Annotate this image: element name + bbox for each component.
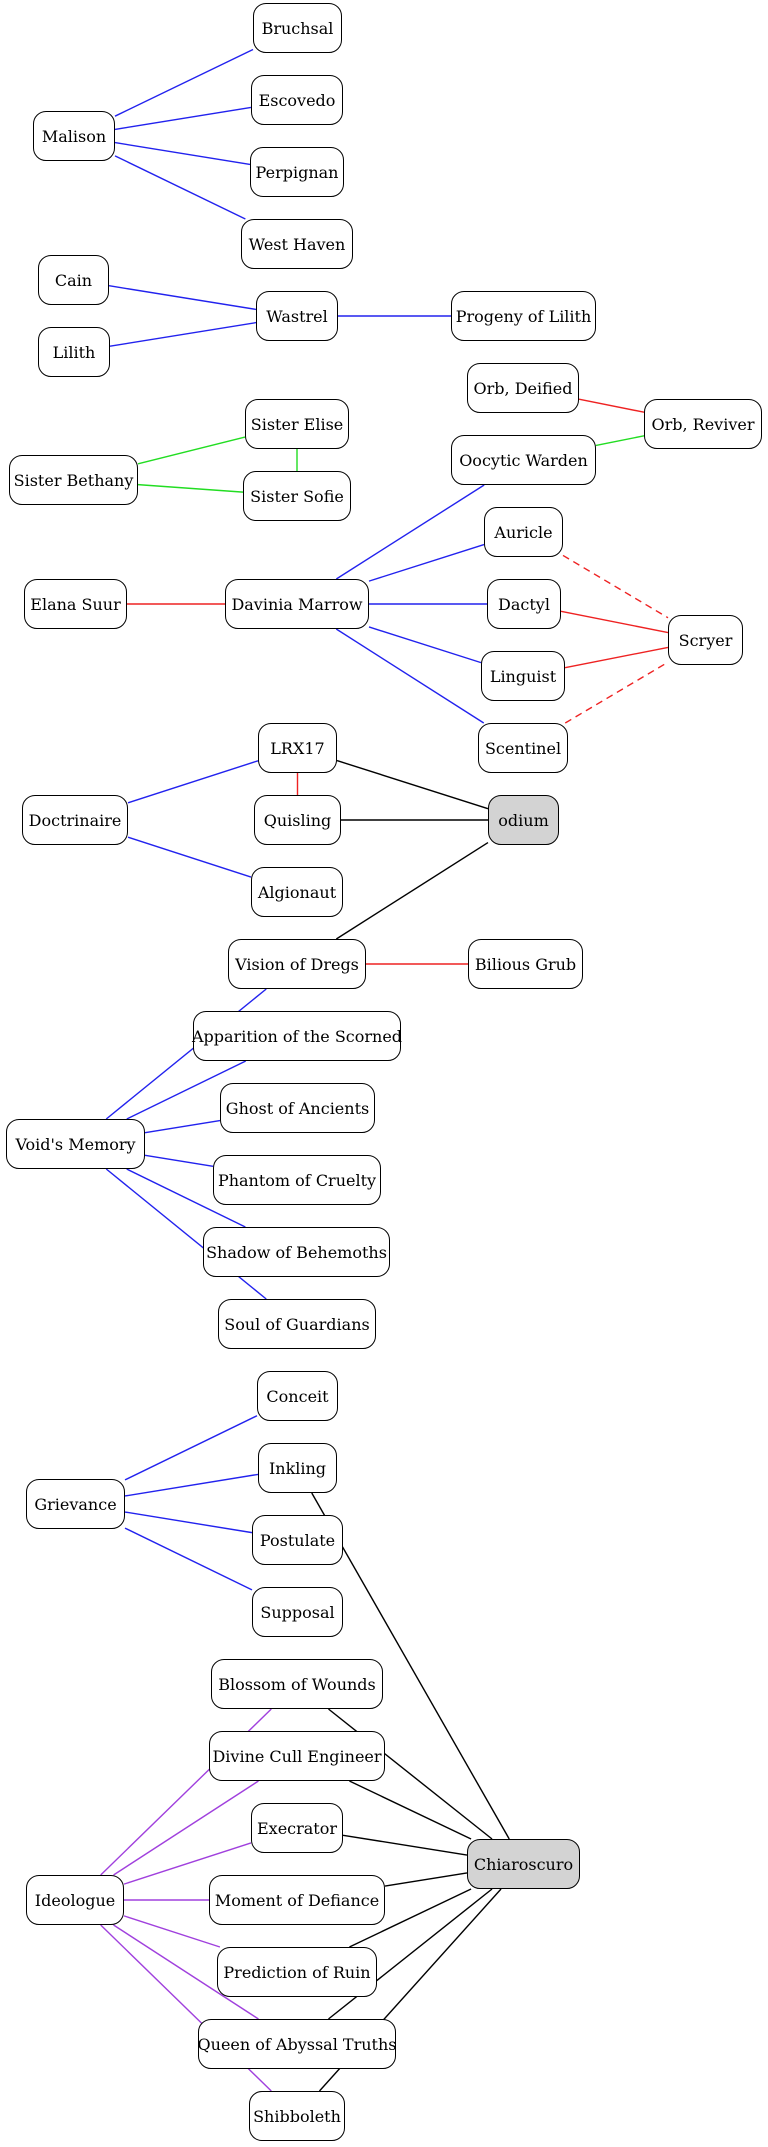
node-shadow-of-behemoths: Shadow of Behemoths <box>203 1227 390 1277</box>
node-moment-of-defiance: Moment of Defiance <box>209 1875 385 1925</box>
edge-oocytic_warden-orb_reviver <box>595 435 645 447</box>
node-algionaut: Algionaut <box>251 867 343 917</box>
edge-ideologue-queen_of_abyssal_truths <box>113 1924 259 2020</box>
edge-voids_memory-ghost_of_ancients <box>144 1119 221 1134</box>
edge-malison-escovedo <box>114 106 252 131</box>
edge-sister_bethany-sister_elise <box>137 436 246 465</box>
node-chiaroscuro: Chiaroscuro <box>467 1839 580 1889</box>
edge-auricle-scryer <box>562 554 669 619</box>
node-wastrel: Wastrel <box>256 291 338 341</box>
node-vision-of-dregs: Vision of Dregs <box>228 939 366 989</box>
node-escovedo: Escovedo <box>251 75 343 125</box>
edge-davinia_marrow-linguist <box>368 626 482 664</box>
edge-grievance-conceit <box>124 1415 258 1481</box>
edge-ideologue-execrator <box>123 1842 252 1885</box>
node-phantom-of-cruelty: Phantom of Cruelty <box>213 1155 381 1205</box>
node-apparition-of-the-scorned: Apparition of the Scorned <box>192 1011 402 1061</box>
node-soul-of-guardians: Soul of Guardians <box>218 1299 376 1349</box>
node-doctrinaire: Doctrinaire <box>22 795 128 845</box>
node-sister-bethany: Sister Bethany <box>9 455 138 505</box>
edge-sister_bethany-sister_sofie <box>137 483 244 493</box>
edge-dactyl-scryer <box>560 610 669 634</box>
node-orb-reviver: Orb, Reviver <box>644 399 762 449</box>
node-blossom-of-wounds: Blossom of Wounds <box>211 1659 383 1709</box>
edge-grievance-postulate <box>124 1511 253 1534</box>
node-execrator: Execrator <box>251 1803 343 1853</box>
node-scentinel: Scentinel <box>478 723 568 773</box>
node-scryer: Scryer <box>668 615 743 665</box>
node-divine-cull-engineer: Divine Cull Engineer <box>209 1731 385 1781</box>
edge-inkling-chiaroscuro <box>311 1492 510 1840</box>
edge-doctrinaire-lrx17 <box>127 760 259 804</box>
node-ideologue: Ideologue <box>26 1875 124 1925</box>
edge-malison-bruchsal <box>114 48 254 117</box>
edge-davinia_marrow-scentinel <box>335 628 485 724</box>
node-conceit: Conceit <box>257 1371 338 1421</box>
edge-blossom_of_wounds-chiaroscuro <box>328 1708 493 1840</box>
node-dactyl: Dactyl <box>487 579 561 629</box>
edge-queen_of_abyssal_truths-chiaroscuro <box>328 1888 493 2020</box>
node-oocytic-warden: Oocytic Warden <box>451 435 596 485</box>
edge-grievance-supposal <box>124 1527 253 1591</box>
edge-linguist-scryer <box>564 646 669 669</box>
edge-voids_memory-soul_of_guardians <box>105 1168 267 1300</box>
node-west-haven: West Haven <box>241 219 353 269</box>
node-elana-suur: Elana Suur <box>24 579 127 629</box>
edge-cain-wastrel <box>108 285 257 311</box>
edge-malison-west_haven <box>114 155 246 220</box>
edge-davinia_marrow-oocytic_warden <box>335 484 485 580</box>
node-postulate: Postulate <box>252 1515 343 1565</box>
edge-lrx17-odium <box>336 759 489 810</box>
node-voids-memory: Void's Memory <box>6 1119 145 1169</box>
edge-voids_memory-phantom_of_cruelty <box>144 1154 214 1168</box>
node-orb-deified: Orb, Deified <box>467 363 579 413</box>
node-lrx17: LRX17 <box>258 723 337 773</box>
edge-ideologue-prediction_of_ruin <box>123 1915 221 1948</box>
node-auricle: Auricle <box>484 507 563 557</box>
node-lilith: Lilith <box>38 327 110 377</box>
edge-voids_memory-apparition <box>126 1060 247 1120</box>
node-prediction-of-ruin: Prediction of Ruin <box>217 1947 377 1997</box>
edge-moment_of_defiance-chiaroscuro <box>384 1872 468 1887</box>
edge-execrator-chiaroscuro <box>342 1834 468 1856</box>
node-bruchsal: Bruchsal <box>253 3 342 53</box>
node-inkling: Inkling <box>258 1443 337 1493</box>
node-sister-elise: Sister Elise <box>245 399 349 449</box>
node-linguist: Linguist <box>481 651 565 701</box>
edge-orb_deified-orb_reviver <box>578 398 645 413</box>
edge-malison-perpignan <box>114 141 251 166</box>
edge-grievance-inkling <box>124 1473 259 1497</box>
node-perpignan: Perpignan <box>250 147 344 197</box>
edge-voids_memory-shadow_of_behemoths <box>126 1168 246 1228</box>
node-ghost-of-ancients: Ghost of Ancients <box>220 1083 375 1133</box>
node-odium: odium <box>488 795 559 845</box>
node-sister-sofie: Sister Sofie <box>243 471 351 521</box>
edge-doctrinaire-algionaut <box>127 836 252 878</box>
node-cain: Cain <box>38 255 109 305</box>
node-malison: Malison <box>33 111 115 161</box>
edge-davinia_marrow-auricle <box>368 543 485 582</box>
edge-vision_of_dregs-odium <box>335 841 489 940</box>
node-queen-of-abyssal-truths: Queen of Abyssal Truths <box>198 2019 396 2069</box>
edge-scentinel-scryer <box>564 661 669 724</box>
node-supposal: Supposal <box>252 1587 343 1637</box>
node-progeny-of-lilith: Progeny of Lilith <box>451 291 596 341</box>
edge-ideologue-divine_cull_engineer <box>113 1780 259 1876</box>
edge-voids_memory-vision_of_dregs <box>105 988 267 1120</box>
node-bilious-grub: Bilious Grub <box>468 939 583 989</box>
node-davinia-marrow: Davinia Marrow <box>225 579 369 629</box>
node-shibboleth: Shibboleth <box>249 2091 345 2141</box>
edge-divine_cull_engineer-chiaroscuro <box>349 1780 472 1840</box>
node-quisling: Quisling <box>254 795 341 845</box>
edge-prediction_of_ruin-chiaroscuro <box>349 1888 472 1948</box>
node-grievance: Grievance <box>26 1479 125 1529</box>
edge-lilith-wastrel <box>109 321 257 347</box>
